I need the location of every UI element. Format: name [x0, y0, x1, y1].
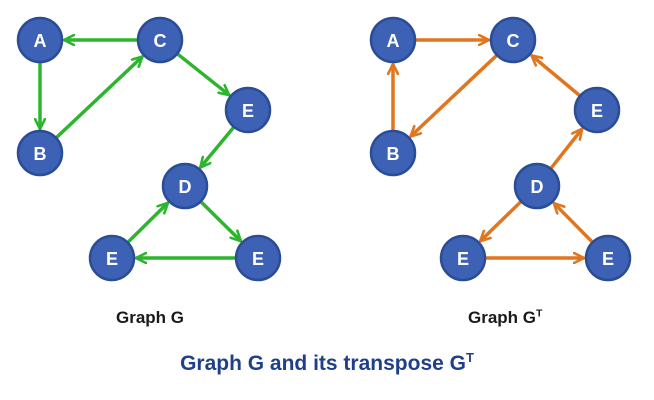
graph-g-node-label: C — [154, 31, 167, 51]
figure-caption: Graph G and its transpose GT — [0, 350, 654, 376]
graph-gt-node-b: B — [369, 129, 417, 177]
graph-g-edge-c-to-e1 — [177, 53, 229, 94]
graph-g-node-label: E — [106, 249, 118, 269]
graph-g-caption-text: Graph G — [116, 308, 185, 327]
graph-gt-edge-e3-to-d — [555, 204, 593, 243]
graph-g-node-d: D — [161, 162, 209, 210]
graph-gt-caption-text: Graph G — [468, 308, 537, 327]
graph-g-edge-e1-to-d — [201, 126, 235, 166]
graph-g-node-circle — [88, 234, 136, 282]
graph-gt-node-label: E — [591, 101, 603, 121]
graph-g-node-circle — [16, 16, 64, 64]
figure-caption-superscript: T — [465, 350, 474, 365]
graph-gt-node-e1: E — [573, 86, 621, 134]
graph-gt-node-e3: E — [584, 234, 632, 282]
graph-g-node-e3: E — [234, 234, 282, 282]
graph-gt-node-c: C — [489, 16, 537, 64]
figure-caption-text: Graph G and its transpose G — [180, 352, 466, 375]
graph-gt-node-label: A — [387, 31, 400, 51]
graph-g-node-label: B — [34, 144, 47, 164]
graph-g-node-label: E — [242, 101, 254, 121]
graph-g-node-c: C — [136, 16, 184, 64]
graph-g-caption: Graph G — [116, 308, 184, 328]
graph-gt-node-a: A — [369, 16, 417, 64]
graph-g-node-label: A — [34, 31, 47, 51]
graph-g-node-circle — [16, 129, 64, 177]
graph-gt-caption-superscript: T — [536, 307, 543, 320]
graph-gt-edge-c-to-b — [411, 54, 498, 135]
graph-g-transpose: A C B E D E E — [369, 16, 632, 282]
graph-gt-edge-d-to-e2 — [481, 200, 522, 241]
graph-gt-edge-d-to-e1 — [550, 130, 582, 169]
graph-g-node-circle — [161, 162, 209, 210]
graph-g-node-label: D — [179, 177, 192, 197]
graph-g-node-e2: E — [88, 234, 136, 282]
graph-gt-caption: Graph GT — [468, 308, 542, 328]
graph-gt-node-label: D — [531, 177, 544, 197]
graph-gt-node-circle — [369, 16, 417, 64]
graph-gt-node-circle — [489, 16, 537, 64]
graph-gt-node-circle — [439, 234, 487, 282]
graph-g-node-circle — [224, 86, 272, 134]
graph-gt-node-label: B — [387, 144, 400, 164]
graph-g-node-circle — [136, 16, 184, 64]
graph-gt-node-circle — [369, 129, 417, 177]
graph-g-edge-b-to-c — [55, 57, 141, 139]
graph-gt-node-circle — [573, 86, 621, 134]
graph-g: A C B E D E E — [16, 16, 282, 282]
graph-g-edge-d-to-e3 — [200, 201, 240, 241]
graph-gt-node-d: D — [513, 162, 561, 210]
graph-g-node-e1: E — [224, 86, 272, 134]
graph-gt-node-label: E — [602, 249, 614, 269]
graph-g-node-label: E — [252, 249, 264, 269]
graph-g-edge-e2-to-d — [127, 204, 167, 243]
graph-g-node-b: B — [16, 129, 64, 177]
graph-gt-node-e2: E — [439, 234, 487, 282]
graph-gt-edge-e1-to-c — [532, 56, 581, 97]
graph-gt-node-label: E — [457, 249, 469, 269]
graph-g-node-circle — [234, 234, 282, 282]
graph-gt-node-label: C — [507, 31, 520, 51]
graph-g-node-a: A — [16, 16, 64, 64]
graph-gt-node-circle — [584, 234, 632, 282]
graph-gt-node-circle — [513, 162, 561, 210]
